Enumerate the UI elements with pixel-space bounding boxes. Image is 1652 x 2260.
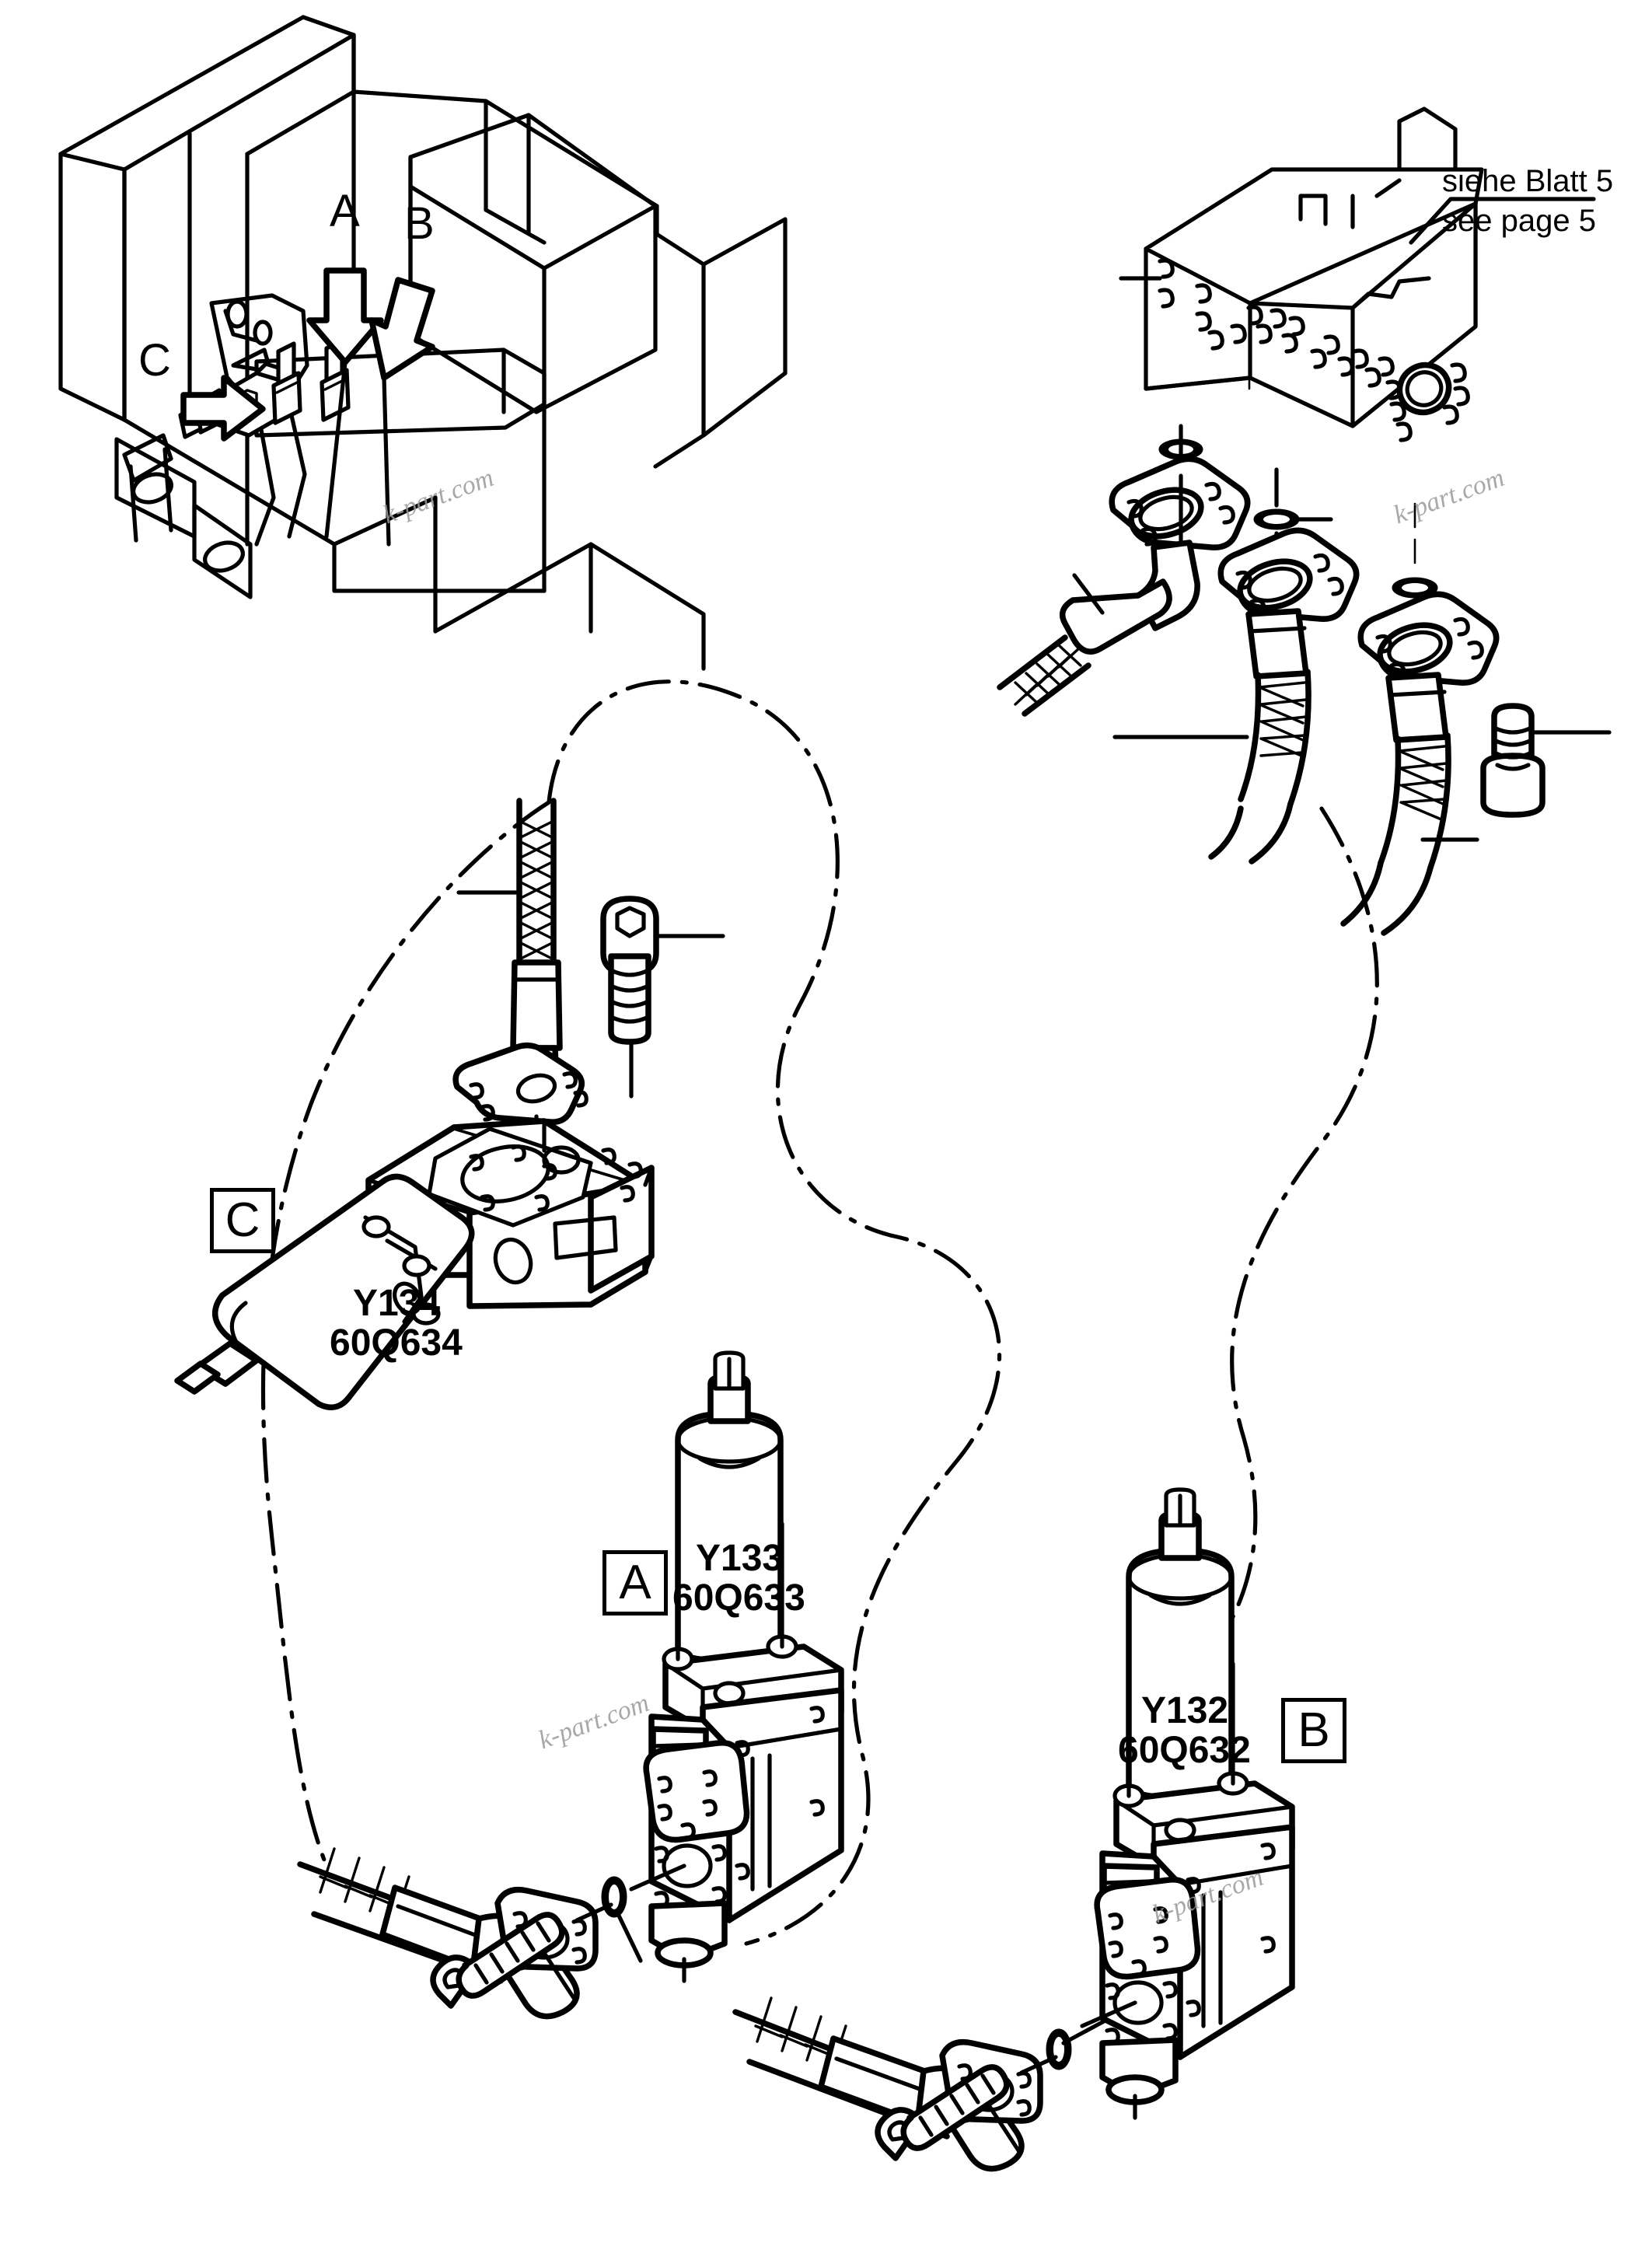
hose-assembly-center xyxy=(732,1996,1106,2172)
cap-screw-center xyxy=(875,2064,1021,2161)
cap-screw-top-right xyxy=(1480,703,1612,818)
part-designation-y132: Y132 xyxy=(1141,1690,1229,1731)
callout-label-b: B xyxy=(1298,1703,1330,1757)
valve-body-y133 xyxy=(629,1350,844,1983)
inset-arrow-c xyxy=(180,375,266,442)
part-number-y134: 60Q634 xyxy=(330,1322,463,1364)
reference-note: siehe Blatt 5 see page 5 xyxy=(1442,162,1613,241)
inset-valve-a xyxy=(271,341,302,425)
callout-box-b[interactable]: B xyxy=(1281,1698,1346,1763)
part-number-y133: 60Q633 xyxy=(672,1577,805,1619)
inset-arrow-a xyxy=(306,267,384,365)
callout-box-c[interactable]: C xyxy=(210,1188,275,1253)
part-designation-y134: Y134 xyxy=(353,1283,441,1324)
part-designation-y133: Y133 xyxy=(696,1538,784,1579)
cap-screw-left xyxy=(430,1912,576,2009)
inset-machine-body xyxy=(58,15,788,671)
part-label-y132: Y132 60Q632 xyxy=(1118,1690,1251,1771)
callout-box-a[interactable]: A xyxy=(602,1550,668,1616)
flange-fitting-3 xyxy=(1340,502,1500,936)
part-number-y132: 60Q632 xyxy=(1118,1729,1251,1771)
inset-arrow-letter-c: C xyxy=(138,335,171,386)
callout-label-c: C xyxy=(225,1193,260,1247)
valve-body-y132 xyxy=(1080,1487,1295,2120)
reference-note-en: see page 5 xyxy=(1442,204,1596,239)
valve-body-y134 xyxy=(174,1118,655,1410)
part-label-y134: Y134 60Q634 xyxy=(330,1284,463,1364)
reference-note-de: siehe Blatt 5 xyxy=(1442,164,1614,198)
valve-block-manifold xyxy=(1119,107,1596,442)
flange-fitting-2 xyxy=(1112,467,1360,865)
inset-arrow-letter-b: B xyxy=(404,198,435,249)
inset-arrow-b xyxy=(368,277,435,381)
inset-arrow-letter-a: A xyxy=(330,186,360,236)
callout-label-a: A xyxy=(619,1556,651,1609)
cap-screw-c xyxy=(600,896,725,1099)
part-label-y133: Y133 60Q633 xyxy=(672,1539,805,1619)
hose-assembly-left xyxy=(297,1847,643,2020)
flange-fitting-1 xyxy=(997,424,1251,717)
